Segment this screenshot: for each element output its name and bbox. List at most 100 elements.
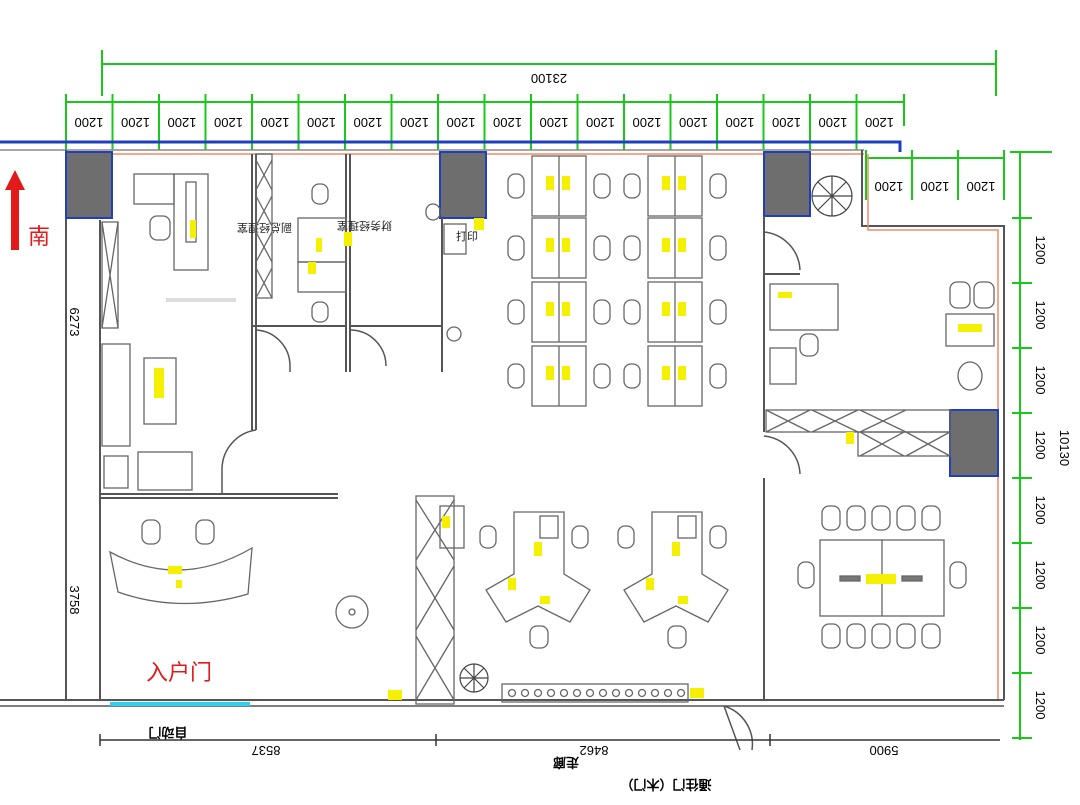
armchair xyxy=(137,451,193,491)
table-detail xyxy=(839,575,861,582)
entrance-label: 入户门 xyxy=(146,661,212,686)
furniture-tag xyxy=(546,176,554,190)
furniture-tag xyxy=(672,542,680,556)
furniture-tag xyxy=(866,574,896,584)
furniture-tag xyxy=(168,566,182,574)
bay-dim: 1200 xyxy=(493,115,522,130)
chair xyxy=(973,281,995,309)
right-upper-bay-dims: 1200 1200 1200 xyxy=(875,179,996,194)
furniture-tag xyxy=(846,432,854,444)
chair xyxy=(709,525,727,549)
chair xyxy=(623,299,641,325)
bottom-right-dim: 5900 xyxy=(870,743,899,758)
bay-dim: 1200 xyxy=(633,115,662,130)
furniture-tag xyxy=(662,238,670,252)
bottom-left-dim: 8537 xyxy=(252,743,281,758)
chair xyxy=(149,215,171,241)
furniture-tag xyxy=(176,580,182,588)
chair xyxy=(507,299,525,325)
chair xyxy=(195,519,215,545)
chair xyxy=(507,173,525,199)
furniture-tag xyxy=(662,366,670,380)
bench-seat xyxy=(520,688,530,698)
north-arrow-icon xyxy=(5,170,25,250)
bay-dim: 1200 xyxy=(1033,366,1048,395)
bookshelf xyxy=(101,221,119,329)
cluster-desk xyxy=(485,511,591,623)
cabinet xyxy=(769,347,797,385)
bay-dim: 1200 xyxy=(967,179,996,194)
furniture-tag xyxy=(474,218,484,230)
bay-dim: 1200 xyxy=(75,115,104,130)
chair xyxy=(846,623,866,649)
chair xyxy=(709,363,727,389)
chair xyxy=(846,505,866,531)
chair xyxy=(623,235,641,261)
bench xyxy=(501,683,689,703)
furniture-tag xyxy=(958,324,982,332)
chair xyxy=(797,561,815,589)
left-upper-dim: 6273 xyxy=(67,308,82,337)
bay-dim: 1200 xyxy=(400,115,429,130)
decor-center xyxy=(348,608,356,616)
furniture-tag xyxy=(508,578,516,590)
chair xyxy=(311,183,329,205)
bay-dim: 1200 xyxy=(1033,431,1048,460)
cluster-desk xyxy=(623,511,729,623)
bench-seat xyxy=(624,688,634,698)
bay-dim: 1200 xyxy=(875,179,904,194)
bay-dim: 1200 xyxy=(1033,691,1048,720)
partition-cross xyxy=(255,159,273,299)
furniture-tag xyxy=(154,368,164,398)
furniture-tag xyxy=(534,542,542,556)
chair xyxy=(479,525,497,549)
bookshelf-cross xyxy=(101,221,119,329)
furniture-tag xyxy=(316,238,322,252)
coffee-table xyxy=(143,357,177,425)
copier-label: 打印 xyxy=(456,229,478,243)
bay-dim: 1200 xyxy=(540,115,569,130)
outer-walls xyxy=(0,140,1005,707)
stool xyxy=(957,361,983,391)
room-a-label: 副总经理室 xyxy=(237,221,292,235)
desk xyxy=(769,283,839,331)
bay-dim: 1200 xyxy=(1033,301,1048,330)
plant-icon xyxy=(459,663,489,693)
bench-seat xyxy=(663,688,673,698)
bay-dim: 1200 xyxy=(679,115,708,130)
chair xyxy=(871,623,891,649)
chair xyxy=(896,623,916,649)
chair xyxy=(529,625,549,649)
bench-seat xyxy=(546,688,556,698)
chair xyxy=(623,173,641,199)
bay-dim: 1200 xyxy=(121,115,150,130)
fire-door-label: 通往门（木门） xyxy=(620,777,711,792)
furniture-tag xyxy=(546,366,554,380)
bench-seat xyxy=(650,688,660,698)
bottom-dim-line xyxy=(99,734,1000,746)
furniture-tag xyxy=(546,238,554,252)
bay-dim: 1200 xyxy=(1033,561,1048,590)
bay-dim: 1200 xyxy=(354,115,383,130)
furniture-tag xyxy=(388,690,402,700)
chair xyxy=(949,561,967,589)
bay-dim: 1200 xyxy=(772,115,801,130)
decor-circle xyxy=(335,595,369,629)
bench-seat xyxy=(598,688,608,698)
chair xyxy=(425,203,441,221)
storage-shelf xyxy=(415,495,455,705)
bay-dim: 1200 xyxy=(586,115,615,130)
chair xyxy=(593,299,611,325)
bay-dim: 1200 xyxy=(921,179,950,194)
chair xyxy=(949,281,971,309)
furniture-tag xyxy=(442,516,450,528)
chair xyxy=(821,623,841,649)
side-table xyxy=(103,455,129,489)
cabinet xyxy=(133,173,175,205)
bench-seat xyxy=(533,688,543,698)
bay-dim: 1200 xyxy=(819,115,848,130)
room-b-label: 财务经理室 xyxy=(337,219,392,233)
bay-dim: 1200 xyxy=(168,115,197,130)
chair xyxy=(507,363,525,389)
